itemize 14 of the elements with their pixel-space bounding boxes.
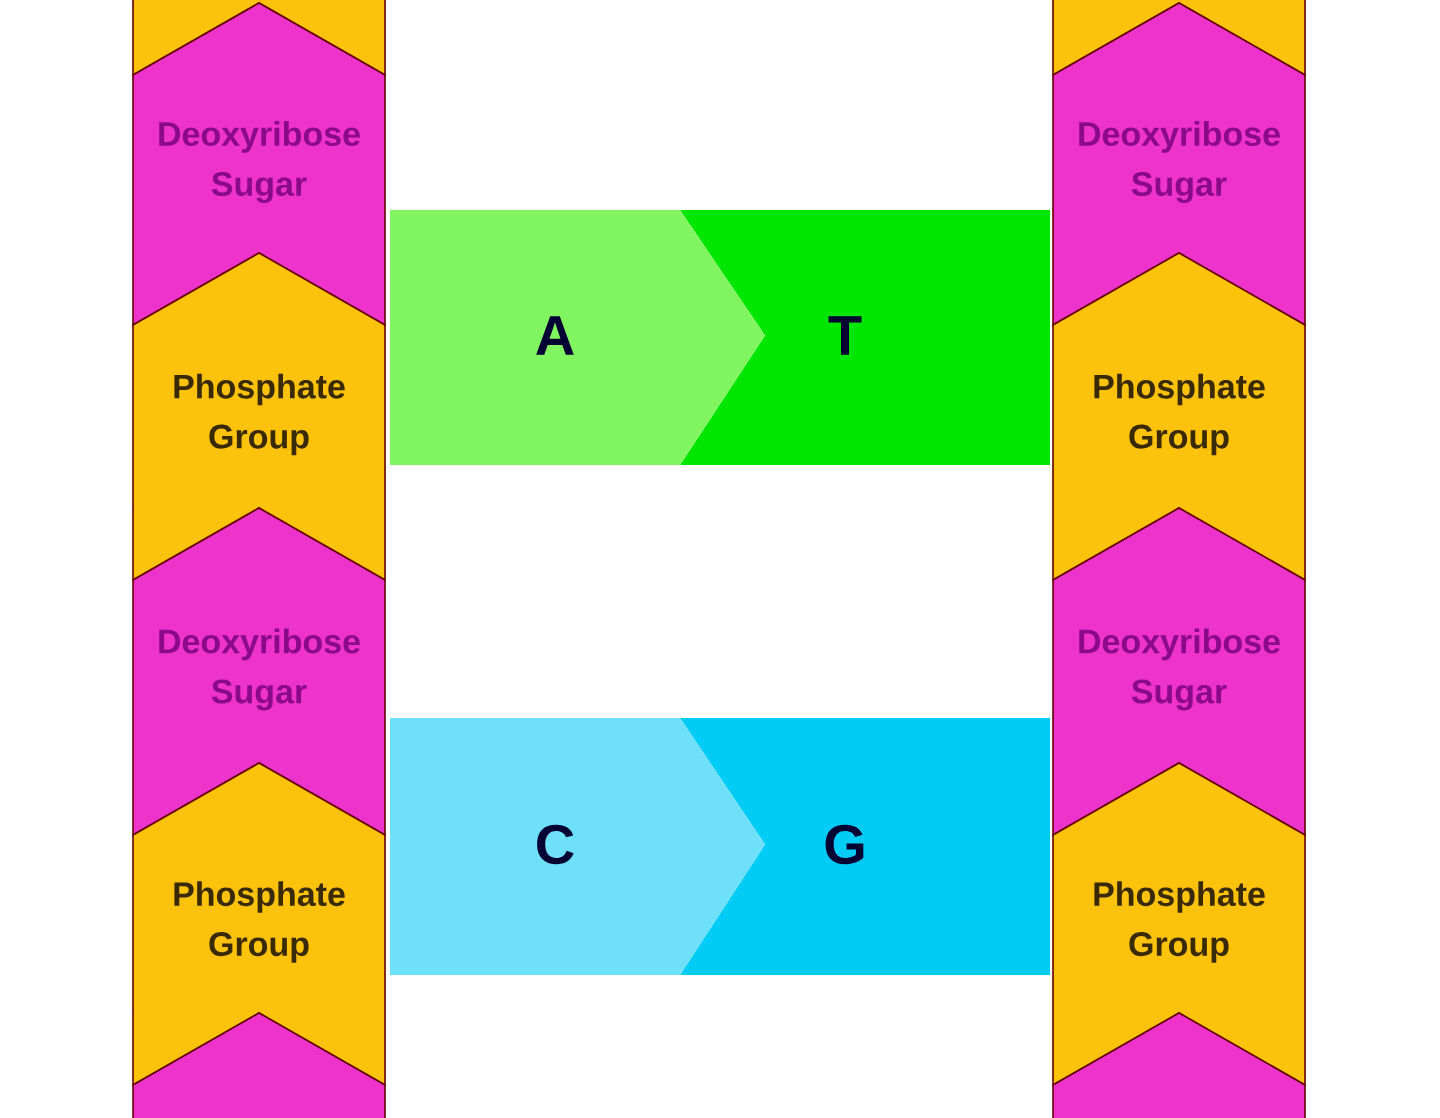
- chevron-segment: Phosphate Group: [1052, 252, 1306, 582]
- chevron-segment: Deoxyribose Sugar: [132, 2, 386, 327]
- chevron-segment: [1052, 1012, 1306, 1118]
- chevron-segment: Deoxyribose Sugar: [1052, 2, 1306, 327]
- base-block: T: [680, 210, 1050, 465]
- chevron-segment: Deoxyribose Sugar: [1052, 507, 1306, 837]
- chevron-segment: Phosphate Group: [132, 252, 386, 582]
- chevron-segment: Deoxyribose Sugar: [132, 507, 386, 837]
- base-block: C: [390, 718, 765, 975]
- base-block: G: [680, 718, 1050, 975]
- base-block: A: [390, 210, 765, 465]
- chevron-segment: Phosphate Group: [132, 762, 386, 1087]
- chevron-segment: [132, 1012, 386, 1118]
- chevron-segment: Phosphate Group: [1052, 762, 1306, 1087]
